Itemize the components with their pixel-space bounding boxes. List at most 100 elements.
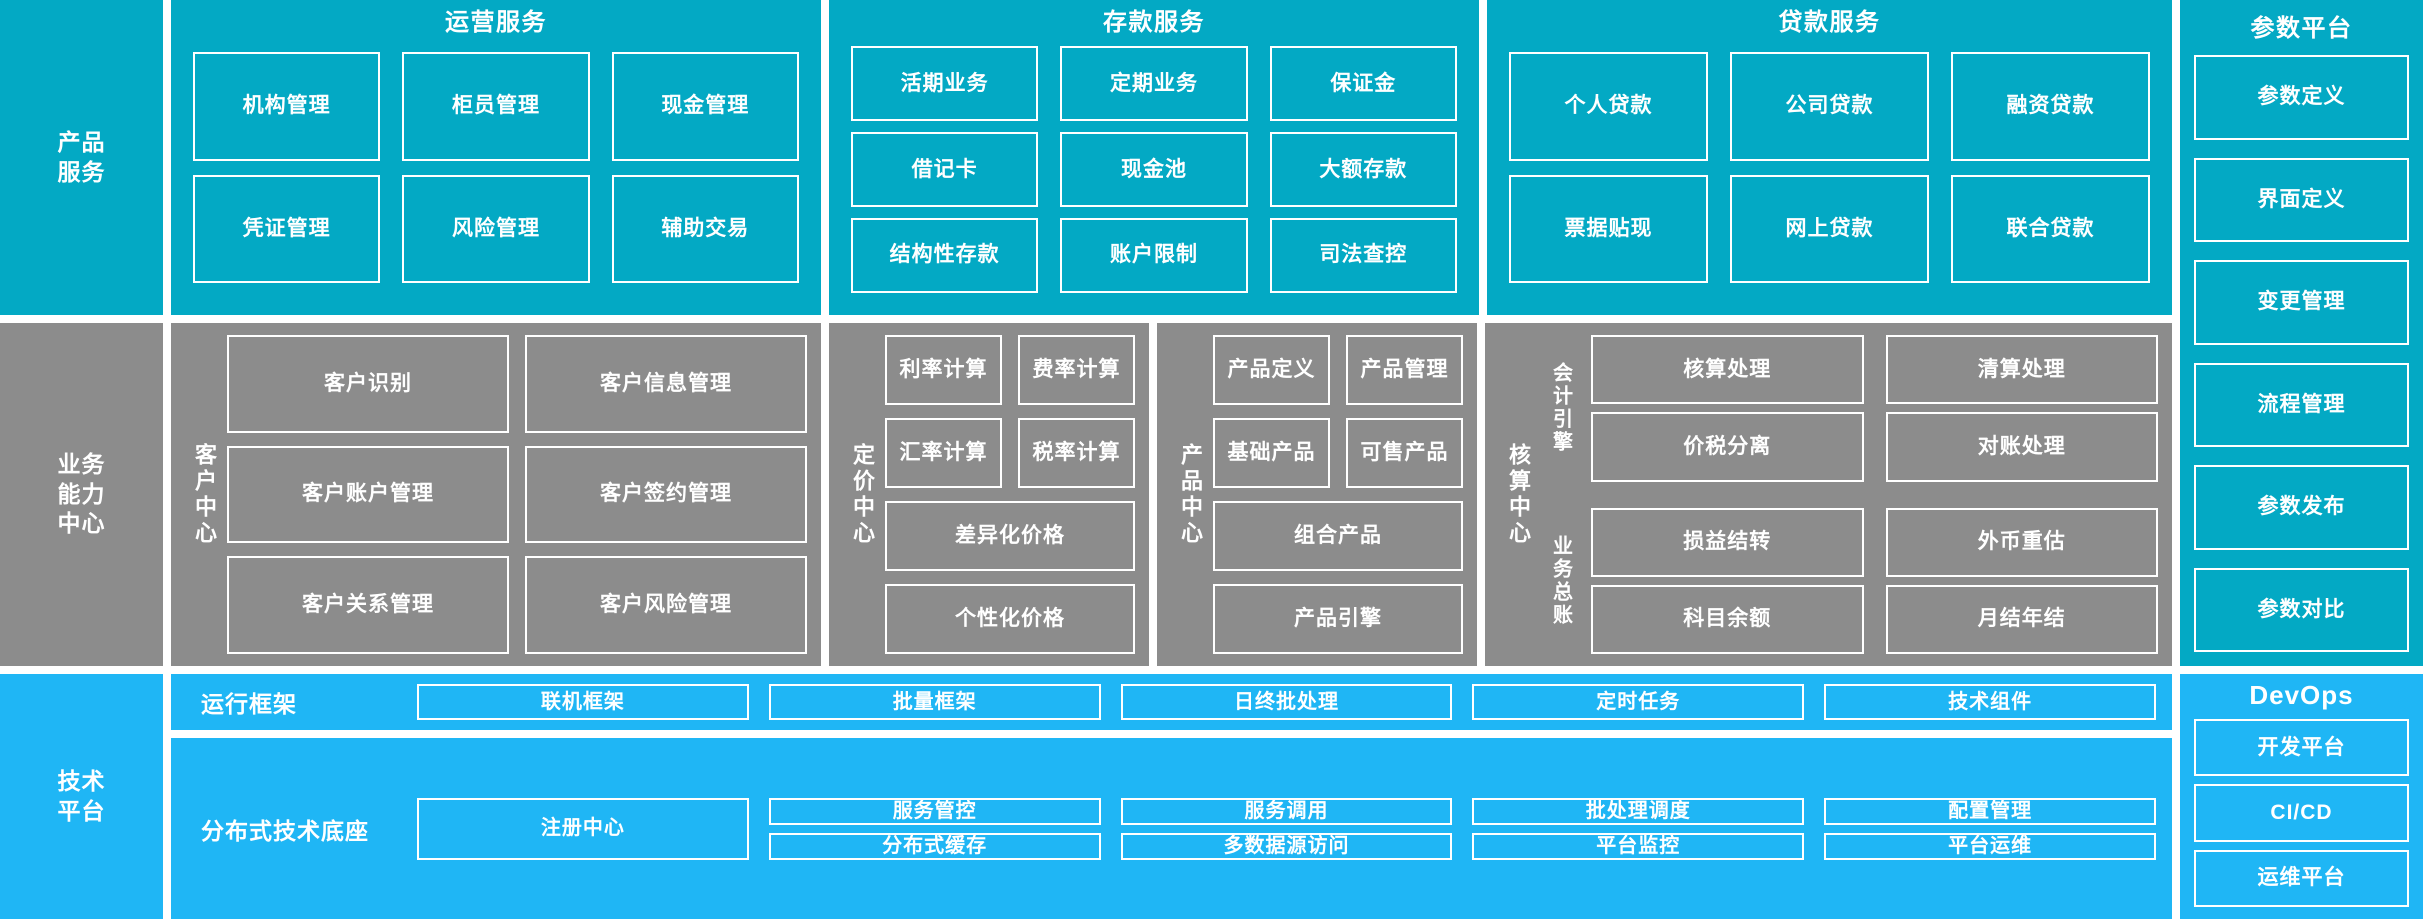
capability-cell[interactable]: 税率计算 xyxy=(1018,418,1135,488)
capability-cell[interactable]: 外币重估 xyxy=(1885,507,2158,577)
subgroup-general-ledger: 业务总账 损益结转 外币重估 科目余额 月结年结 xyxy=(1541,507,2158,654)
service-cell[interactable]: 大额存款 xyxy=(1269,132,1457,208)
service-cell[interactable]: 结构性存款 xyxy=(851,218,1039,293)
service-cell[interactable]: 风险管理 xyxy=(402,174,590,283)
service-cell[interactable]: 个人贷款 xyxy=(1509,52,1708,161)
runtime-framework-name: 运行框架 xyxy=(201,691,297,717)
capability-cell[interactable]: 月结年结 xyxy=(1885,584,2158,654)
tech-cell[interactable]: 批量框架 xyxy=(768,684,1101,720)
service-cell[interactable]: 司法查控 xyxy=(1269,218,1457,293)
capability-cell-wide[interactable]: 差异化价格 xyxy=(885,501,1135,571)
tech-cell[interactable]: 平台运维 xyxy=(1824,832,2156,860)
service-cell[interactable]: 活期业务 xyxy=(851,46,1039,122)
tech-cell[interactable]: 分布式缓存 xyxy=(768,832,1101,860)
tech-cell[interactable]: 服务调用 xyxy=(1120,797,1453,825)
parameter-cell[interactable]: 参数对比 xyxy=(2194,567,2409,652)
group-title-deposit-services: 存款服务 xyxy=(1103,9,1205,36)
capability-cell[interactable]: 利率计算 xyxy=(885,335,1002,405)
service-cell[interactable]: 保证金 xyxy=(1269,46,1457,122)
layer-label-line: 服务 xyxy=(57,158,106,185)
parameter-cell[interactable]: 界面定义 xyxy=(2194,157,2409,242)
service-cell[interactable]: 辅助交易 xyxy=(611,174,799,283)
pricing-center-grid: 利率计算 费率计算 汇率计算 税率计算 差异化价格 个性化价格 xyxy=(885,335,1135,654)
capability-cell[interactable]: 客户签约管理 xyxy=(525,445,807,544)
parameter-platform-cells: 参数定义 界面定义 变更管理 流程管理 参数发布 参数对比 xyxy=(2194,55,2409,652)
service-cell[interactable]: 联合贷款 xyxy=(1951,174,2150,283)
capability-cell[interactable]: 核算处理 xyxy=(1591,335,1864,405)
parameter-cell[interactable]: 参数发布 xyxy=(2194,465,2409,550)
capability-cell[interactable]: 客户风险管理 xyxy=(525,556,807,654)
capability-cell[interactable]: 可售产品 xyxy=(1346,418,1463,488)
capability-cell[interactable]: 科目余额 xyxy=(1591,584,1864,654)
tech-cell[interactable]: 定时任务 xyxy=(1472,684,1805,720)
capability-cell[interactable]: 客户识别 xyxy=(227,335,509,433)
tech-cell[interactable]: 批处理调度 xyxy=(1472,797,1805,825)
distributed-base-cells: 注册中心 服务管控 服务调用 批处理调度 配置管理 分布式缓存 多数据源访问 平… xyxy=(417,797,2156,860)
capability-cell[interactable]: 损益结转 xyxy=(1591,507,1864,577)
product-service-groups: 运营服务 机构管理 柜员管理 现金管理 凭证管理 风险管理 辅助交易 存款服务 xyxy=(171,0,2172,315)
service-cell[interactable]: 网上贷款 xyxy=(1730,174,1929,283)
capability-cell[interactable]: 客户账户管理 xyxy=(227,445,509,544)
service-cell[interactable]: 现金管理 xyxy=(611,52,799,161)
service-cell[interactable]: 票据贴现 xyxy=(1509,174,1708,283)
tech-cell[interactable]: 平台监控 xyxy=(1472,832,1805,860)
center-customer: 客户中心 客户识别 客户信息管理 客户账户管理 客户签约管理 客户关系管理 客户… xyxy=(171,323,821,666)
devops-cells: 开发平台 CI/CD 运维平台 xyxy=(2194,719,2409,907)
parameter-cell[interactable]: 流程管理 xyxy=(2194,362,2409,447)
layer-label-line: 平台 xyxy=(57,797,106,824)
operation-services-grid: 机构管理 柜员管理 现金管理 凭证管理 风险管理 辅助交易 xyxy=(185,46,807,301)
panel-devops: DevOps 开发平台 CI/CD 运维平台 xyxy=(2180,674,2423,919)
tech-cell-registry[interactable]: 注册中心 xyxy=(417,797,749,860)
center-name-product: 产品中心 xyxy=(1178,442,1203,547)
tech-cell[interactable]: 配置管理 xyxy=(1824,797,2156,825)
capability-cell[interactable]: 基础产品 xyxy=(1213,418,1330,488)
capability-cell[interactable]: 对账处理 xyxy=(1885,412,2158,482)
tech-cell[interactable]: 联机框架 xyxy=(417,684,749,720)
layer-business-capability: 业务 能力 中心 客户中心 客户识别 客户信息管理 客户账户管理 客户签约管理 xyxy=(0,323,2172,666)
service-cell[interactable]: 融资贷款 xyxy=(1951,52,2150,161)
devops-cell[interactable]: 运维平台 xyxy=(2194,849,2409,907)
service-cell[interactable]: 现金池 xyxy=(1060,132,1248,208)
devops-cell[interactable]: 开发平台 xyxy=(2194,719,2409,777)
service-cell[interactable]: 机构管理 xyxy=(193,52,381,161)
capability-cell[interactable]: 汇率计算 xyxy=(885,418,1002,488)
tech-cell[interactable]: 多数据源访问 xyxy=(1120,832,1453,860)
capability-cell-wide[interactable]: 组合产品 xyxy=(1213,501,1463,571)
service-cell[interactable]: 定期业务 xyxy=(1060,46,1248,122)
tech-cell[interactable]: 服务管控 xyxy=(768,797,1101,825)
layer-label-line: 能力 xyxy=(57,480,106,507)
devops-cell[interactable]: CI/CD xyxy=(2194,784,2409,842)
service-cell[interactable]: 账户限制 xyxy=(1060,218,1248,293)
capability-cell[interactable]: 清算处理 xyxy=(1885,335,2158,405)
layer-label-line: 技术 xyxy=(57,768,106,795)
capability-cell-wide[interactable]: 产品引擎 xyxy=(1213,584,1463,654)
center-name-pricing: 定价中心 xyxy=(850,442,875,547)
distributed-base-name: 分布式技术底座 xyxy=(201,817,369,844)
layer-label-line: 业务 xyxy=(57,451,106,478)
capability-cell[interactable]: 产品定义 xyxy=(1213,335,1330,405)
capability-cell[interactable]: 价税分离 xyxy=(1591,412,1864,482)
layer-tech-platform: 技术 平台 运行框架 联机框架 批量框架 日终批处理 定时任务 技术组件 分布式… xyxy=(0,674,2423,919)
service-cell[interactable]: 借记卡 xyxy=(851,132,1039,208)
tech-cell[interactable]: 技术组件 xyxy=(1824,684,2156,720)
service-cell[interactable]: 公司贷款 xyxy=(1730,52,1929,161)
service-cell[interactable]: 柜员管理 xyxy=(402,52,590,161)
center-accounting: 核算中心 会计引擎 核算处理 清算处理 价税分离 对账处理 xyxy=(1485,323,2172,666)
group-title-loan-services: 贷款服务 xyxy=(1778,9,1881,36)
group-operation-services: 运营服务 机构管理 柜员管理 现金管理 凭证管理 风险管理 辅助交易 xyxy=(171,0,821,315)
capability-cell[interactable]: 客户信息管理 xyxy=(525,335,807,433)
layer-label-line: 产品 xyxy=(57,129,106,156)
layer-label-business-capability: 业务 能力 中心 xyxy=(0,323,163,666)
tech-cell[interactable]: 日终批处理 xyxy=(1120,684,1453,720)
parameter-cell[interactable]: 参数定义 xyxy=(2194,55,2409,140)
capability-cell-wide[interactable]: 个性化价格 xyxy=(885,584,1135,654)
capability-cell[interactable]: 客户关系管理 xyxy=(227,556,509,654)
parameter-cell[interactable]: 变更管理 xyxy=(2194,260,2409,345)
group-deposit-services: 存款服务 活期业务 定期业务 保证金 借记卡 现金池 大额存款 结构性存款 账户… xyxy=(829,0,1479,315)
capability-cell[interactable]: 费率计算 xyxy=(1018,335,1135,405)
service-cell[interactable]: 凭证管理 xyxy=(193,174,381,283)
layer-label-product-service: 产品 服务 xyxy=(0,0,163,315)
capability-cell[interactable]: 产品管理 xyxy=(1346,335,1463,405)
layer-label-tech-platform: 技术 平台 xyxy=(0,674,163,919)
